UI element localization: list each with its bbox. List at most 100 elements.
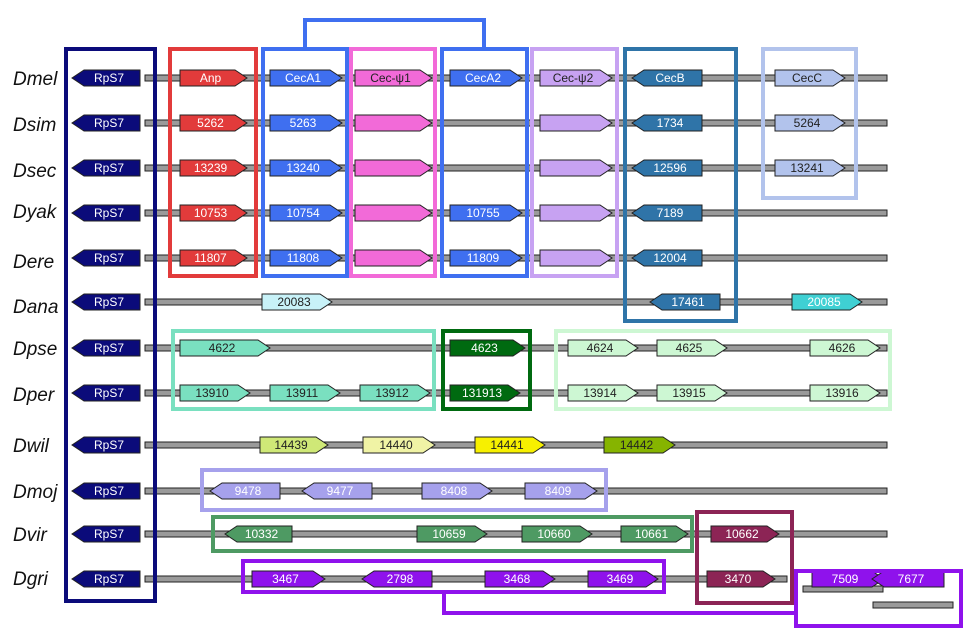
rps7-box <box>64 47 157 603</box>
gene-arrow-shape <box>809 339 881 357</box>
gene-arrow-shape <box>484 570 556 588</box>
gene-arrow-shape <box>259 436 329 454</box>
gene-label: 4624 <box>587 341 614 355</box>
gene-10662-dvir: 10662 <box>710 525 780 543</box>
gene-arrow-shape <box>179 249 248 267</box>
gene-arrow-shape <box>179 69 248 87</box>
gene-label: 12596 <box>653 161 687 175</box>
gene-12004-dere: 12004 <box>631 249 703 267</box>
dpse-c-box <box>554 329 892 411</box>
gene-label: 3467 <box>272 572 299 586</box>
species-label-dper: Dper <box>13 385 55 406</box>
gene-label: 13240 <box>286 161 320 175</box>
gene-label: RpS7 <box>94 572 124 586</box>
gene-arrow-shape <box>301 482 373 500</box>
gene-arrow-shape <box>269 159 343 177</box>
gene-10755-dyak: 10755 <box>449 204 523 222</box>
gene-arrow-shape <box>631 114 703 132</box>
gene-label: 10662 <box>725 527 759 541</box>
gene-label: 13914 <box>583 386 617 400</box>
gene-14442-dwil: 14442 <box>603 436 676 454</box>
gene-arrow-shape <box>269 249 343 267</box>
gene-5263-dsim: 5263 <box>269 114 343 132</box>
gene-label: CecB <box>655 71 684 85</box>
gene-13912-dper: 13912 <box>359 384 431 402</box>
gene-label: 4625 <box>676 341 703 355</box>
gene-label: 13915 <box>672 386 706 400</box>
gene-label: 5262 <box>197 116 224 130</box>
gene-10332-dvir: 10332 <box>224 525 293 543</box>
gene-arrow-shape <box>359 384 431 402</box>
gene-arrow-shape <box>809 384 881 402</box>
gene-label: 3470 <box>725 572 752 586</box>
gene-13239-dsec: 13239 <box>179 159 248 177</box>
gene-label: RpS7 <box>94 386 124 400</box>
gene-9478-dmoj: 9478 <box>209 482 281 500</box>
gene-4622-dpse: 4622 <box>179 339 271 357</box>
dgri-connector <box>442 592 796 615</box>
gene-arrow-shape <box>649 293 721 311</box>
gene-label: CecC <box>792 71 822 85</box>
gene-label: 10660 <box>537 527 571 541</box>
gene-131913-dper: 131913 <box>449 384 521 402</box>
gene-arrow-shape <box>791 293 863 311</box>
gene-3467-dgri: 3467 <box>251 570 326 588</box>
gene-label: 5263 <box>290 116 317 130</box>
dvir-box <box>211 515 694 553</box>
gene-label: 7509 <box>832 572 859 586</box>
gene-label: 20083 <box>277 295 311 309</box>
gene-label: 17461 <box>671 295 705 309</box>
gene-rps7-dana: RpS7 <box>71 293 141 311</box>
gene-12596-dsec: 12596 <box>631 159 703 177</box>
gene-label: RpS7 <box>94 161 124 175</box>
gene-rps7-dmel: RpS7 <box>71 69 141 87</box>
gene-arrow-shape <box>631 249 703 267</box>
gene-label: 9477 <box>327 484 354 498</box>
gene-label: 14439 <box>274 438 308 452</box>
gene-label: 7189 <box>657 206 684 220</box>
gene-arrow-shape <box>354 204 433 222</box>
gene-arrow-shape <box>539 204 613 222</box>
gene-label: 13239 <box>194 161 228 175</box>
dgri-out-box <box>794 569 963 628</box>
gene-label: 5264 <box>794 116 821 130</box>
gene-rps7-dpse: RpS7 <box>71 339 141 357</box>
gene-10660-dvir: 10660 <box>521 525 593 543</box>
gene-label: RpS7 <box>94 484 124 498</box>
gene-arrow-shape <box>71 525 141 543</box>
species-label-dana: Dana <box>13 297 58 318</box>
gene-label: 1734 <box>657 116 684 130</box>
gene-arrow-shape <box>774 69 846 87</box>
gene-arrow-shape <box>706 570 776 588</box>
gene-5264-dsim: 5264 <box>774 114 846 132</box>
gene-arrow-shape <box>449 384 521 402</box>
gene-label: 10754 <box>286 206 320 220</box>
dpse-b-box <box>441 329 532 411</box>
gene-7509-dgri: 7509 <box>811 570 885 588</box>
gene-label: 10661 <box>635 527 669 541</box>
gene-label: 13912 <box>375 386 409 400</box>
gene-arrow-shape <box>269 384 341 402</box>
gene-label: 10755 <box>466 206 500 220</box>
gene-label: 20085 <box>807 295 841 309</box>
gene-cec-2-dmel: Cec-ψ2 <box>539 69 613 87</box>
gene-cec-1-dmel: Cec-ψ1 <box>354 69 433 87</box>
gene-arrow-shape <box>261 293 333 311</box>
gene-arrow-shape <box>774 114 846 132</box>
cecc-box <box>761 47 858 200</box>
dmoj-box <box>200 468 608 512</box>
gene-unlabeled-dsim <box>539 114 613 132</box>
gene-arrow-shape <box>269 69 343 87</box>
gene-label: 10659 <box>432 527 466 541</box>
gene-label: 4626 <box>829 341 856 355</box>
gene-10661-dvir: 10661 <box>620 525 689 543</box>
gene-arrow-shape <box>269 204 343 222</box>
gene-arrow-shape <box>567 339 639 357</box>
gene-arrow-shape <box>71 339 141 357</box>
gene-anp-dmel: Anp <box>179 69 248 87</box>
gene-label: Anp <box>200 71 222 85</box>
gene-arrow-shape <box>251 570 326 588</box>
gene-label: RpS7 <box>94 71 124 85</box>
gene-9477-dmoj: 9477 <box>301 482 373 500</box>
gene-label: 14442 <box>620 438 654 452</box>
